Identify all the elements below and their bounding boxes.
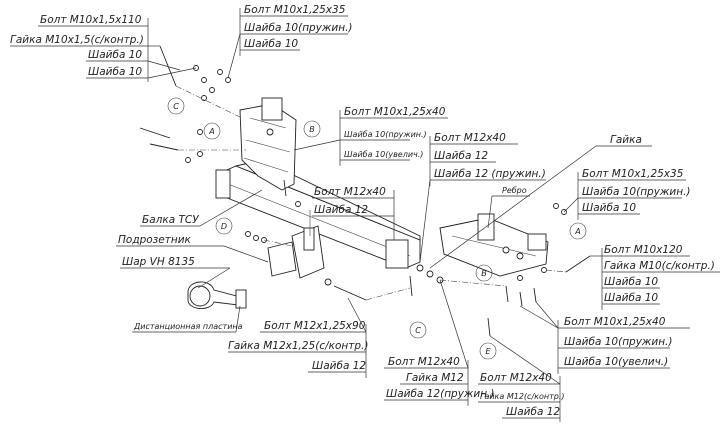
assembly-lines — [175, 85, 567, 301]
left-bracket — [239, 97, 297, 191]
svg-text:D: D — [221, 222, 227, 231]
callout-e-1: E — [479, 342, 497, 360]
label-bottom-right-bolt: Болт М12х40 — [480, 372, 552, 384]
label-ball: Шар VH 8135 — [122, 256, 195, 268]
label-right-bolt: Болт М10х1,25х35 — [582, 168, 684, 180]
label-right-side-bolt: Болт М10х120 — [604, 244, 683, 256]
callout-c-2: C — [409, 321, 427, 339]
label-nut: Гайка — [610, 134, 642, 146]
hook-mount — [267, 210, 325, 279]
label-beam-washer: Шайба 12 — [314, 204, 368, 216]
label-center-bolt: Болт М12х40 — [434, 132, 506, 144]
label-right-side-washer-2: Шайба 10 — [604, 292, 658, 304]
label-bottom-washer: Шайба 12 — [312, 360, 366, 372]
label-center-washer-spring: Шайба 12 (пружин.) — [434, 168, 546, 180]
svg-text:C: C — [173, 102, 179, 111]
leader-lines — [10, 8, 720, 422]
label-top-left-washer-2: Шайба 10 — [88, 66, 142, 78]
label-bottom-center-washer-spring: Шайба 12(пружин.) — [386, 388, 495, 400]
label-bottom-right-nut: Гайка М12(с/контр.) — [480, 392, 565, 401]
label-lower-right-washer-spring: Шайба 10(пружин.) — [564, 336, 673, 348]
label-bottom-nut: Гайка М12х1,25(с/контр.) — [228, 340, 369, 352]
label-bottom-right-washer: Шайба 12 — [506, 406, 560, 418]
label-lower-right-washer-enl: Шайба 10(увелич.) — [564, 356, 668, 368]
label-bottom-bolt: Болт М12х1,25х90 — [264, 320, 366, 332]
label-bottom-center-nut: Гайка М12 — [406, 372, 464, 384]
label-bracket-washer-enl: Шайба 10(увелич.) — [344, 150, 423, 159]
svg-text:E: E — [485, 347, 491, 356]
label-top-mid-bolt: Болт М10х1,25х35 — [244, 4, 346, 16]
label-top-left-bolt: Болт М10х1,5х110 — [40, 14, 142, 26]
label-top-left-washer-1: Шайба 10 — [88, 49, 142, 61]
label-right-washer: Шайба 10 — [582, 202, 636, 214]
bolt-beam-top — [283, 179, 301, 207]
label-right-side-washer-1: Шайба 10 — [604, 276, 658, 288]
right-bracket — [439, 213, 549, 277]
bolt-group-center — [409, 264, 491, 337]
label-center-washer: Шайба 12 — [434, 150, 488, 162]
label-beam: Балка ТСУ — [142, 214, 199, 226]
label-top-mid-washer: Шайба 10 — [244, 38, 298, 50]
bolt-m12-90 — [324, 278, 367, 301]
label-top-mid-washer-spring: Шайба 10(пружин.) — [244, 22, 353, 34]
svg-text:A: A — [208, 127, 214, 136]
svg-text:B: B — [481, 269, 487, 278]
callout-b-2: B — [475, 264, 493, 282]
label-rib: Ребро — [502, 186, 527, 195]
callout-b-1: B — [303, 120, 321, 138]
svg-text:C: C — [415, 326, 421, 335]
svg-text:A: A — [574, 227, 580, 236]
bolt-group-d — [245, 231, 267, 243]
label-beam-bolt: Болт М12х40 — [314, 186, 386, 198]
label-bracket-bolt: Болт М10х1,25х40 — [344, 106, 446, 118]
label-lower-right-bolt: Болт М10х1,25х40 — [564, 316, 666, 328]
callout-a-2: A — [569, 222, 587, 240]
bolt-group-top-left — [159, 45, 231, 101]
label-bottom-center-bolt: Болт М12х40 — [388, 356, 460, 368]
label-right-side-nut: Гайка М10(с/контр.) — [604, 260, 715, 272]
label-spacer-plate: Дистанционная пластина — [133, 322, 243, 331]
label-bracket-washer-spring: Шайба 10(пружин.) — [344, 130, 427, 139]
callout-c-1: C — [167, 97, 185, 115]
label-top-left-nut: Гайка М10х1,5(с/контр.) — [10, 34, 144, 46]
callout-d-1: D — [215, 217, 233, 235]
label-socket-holder: Подрозетник — [118, 234, 192, 246]
svg-text:B: B — [309, 125, 315, 134]
label-right-washer-spring: Шайба 10(пружин.) — [582, 186, 691, 198]
callout-a-1: A — [203, 122, 221, 140]
bolt-group-c — [139, 127, 203, 163]
tow-ball — [187, 281, 247, 309]
